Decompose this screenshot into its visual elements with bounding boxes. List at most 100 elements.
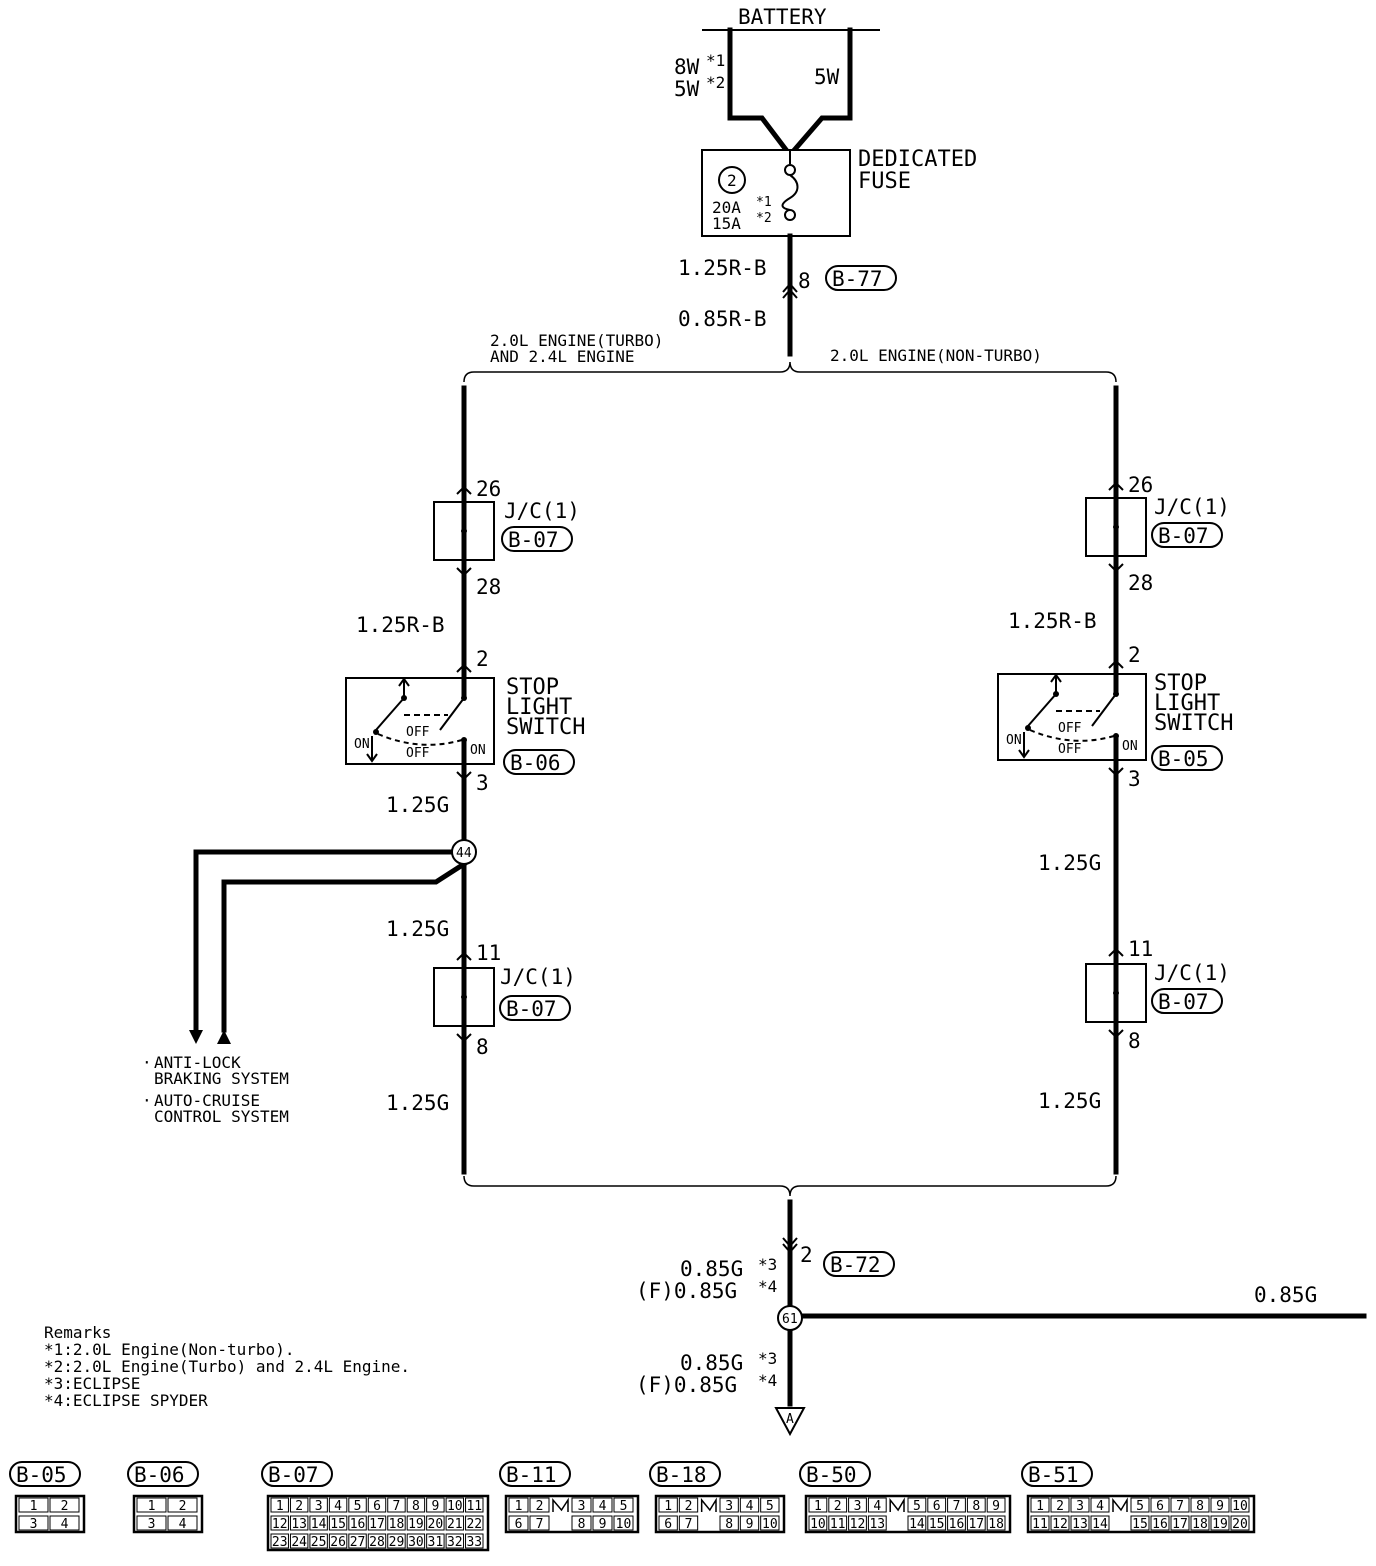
battery-label: BATTERY — [738, 5, 827, 29]
connector-pin-cell — [406, 1497, 426, 1513]
connector-pin-cell — [947, 1497, 966, 1513]
connector-pin-cell — [309, 1533, 328, 1549]
connector-pin-cell — [966, 1497, 986, 1513]
connector-pin-number: 10 — [762, 1517, 778, 1532]
connector-pin-cell — [1190, 1515, 1210, 1531]
branch-right-label: 2.0L ENGINE(NON-TURBO) — [830, 346, 1042, 365]
left-switch-off2: OFF — [406, 746, 430, 761]
branch-left-line1: 2.0L ENGINE(TURBO) — [490, 331, 663, 350]
right-jc1-pin-in: 26 — [1128, 473, 1153, 497]
connector-pin-number: 32 — [447, 1535, 463, 1550]
right-switch-off2: OFF — [1058, 742, 1082, 757]
battery-right-wire: 5W — [814, 65, 840, 89]
connector-pin-number: 2 — [685, 1499, 693, 1514]
connector-pin-cell — [309, 1515, 328, 1531]
connector-pin-cell — [348, 1533, 367, 1549]
splice-61-label: 61 — [782, 1312, 798, 1327]
battery-left-note1: *1 — [706, 51, 725, 70]
b72-badge — [823, 1251, 895, 1277]
connector-pin-cell — [289, 1497, 309, 1513]
left-switch-pin-out: 3 — [476, 771, 489, 795]
connector-pin-cell — [848, 1497, 867, 1513]
right-wire1: 1.25R-B — [1008, 609, 1097, 633]
connector-pin-number: 3 — [578, 1499, 586, 1514]
connector-pin-number: 7 — [953, 1499, 961, 1514]
left-switch-contact-b — [375, 697, 405, 731]
lower-wire-d: (F)0.85G — [636, 1373, 737, 1397]
connector-pin-cell — [445, 1497, 465, 1513]
connector-pin-number: 1 — [276, 1499, 284, 1514]
connector-pin-number: 4 — [179, 1517, 187, 1532]
connector-pin-cell — [571, 1515, 592, 1531]
connector-id-b-05: B-05 — [16, 1463, 67, 1487]
connector-pin-number: 26 — [330, 1535, 346, 1550]
connector-pin-cell — [387, 1533, 406, 1549]
connector-id-b-50: B-50 — [806, 1463, 857, 1487]
connector-pin-number: 7 — [1176, 1499, 1184, 1514]
left-jc1-pin-in: 26 — [476, 477, 501, 501]
connector-pin-cell — [1230, 1497, 1250, 1513]
connector-pin-number: 10 — [447, 1499, 463, 1514]
left-switch-line2: LIGHT — [506, 695, 572, 720]
left-jc2-badge — [499, 995, 571, 1021]
connector-badge-b-11 — [499, 1461, 571, 1487]
left-wire3: 1.25G — [386, 917, 449, 941]
connector-pin-cell — [465, 1533, 484, 1549]
branch-bracket-top — [463, 361, 1117, 383]
battery-left-wire: 8W — [674, 55, 700, 79]
connector-pin-cell — [426, 1497, 445, 1513]
fuse-rating1: 20A — [712, 198, 741, 217]
connector-pin-number: 1 — [30, 1499, 38, 1514]
connector-pin-cell — [426, 1533, 445, 1549]
connector-pin-cell — [678, 1497, 699, 1513]
connector-pin-number: 15 — [330, 1517, 346, 1532]
connector-pin-number: 4 — [599, 1499, 607, 1514]
lower-wire-a-note: *3 — [758, 1255, 777, 1274]
connector-pin-number: 2 — [536, 1499, 544, 1514]
connector-pin-number: 1 — [515, 1499, 523, 1514]
connector-pin-cell — [136, 1515, 167, 1531]
connector-pin-number: 2 — [179, 1499, 187, 1514]
connector-pin-cell — [947, 1515, 966, 1531]
connector-badge-b-05 — [9, 1461, 81, 1487]
connector-pin-number: 2 — [61, 1499, 69, 1514]
connector-pin-cell — [848, 1515, 867, 1531]
b77-label: B-77 — [832, 267, 883, 291]
connector-pin-number: 4 — [61, 1517, 69, 1532]
left-jc1-dot — [461, 528, 467, 534]
left-switch-off1: OFF — [406, 725, 430, 740]
connector-pin-number: 16 — [1152, 1517, 1168, 1532]
right-wire3: 1.25G — [1038, 1089, 1101, 1113]
right-jc1-connector: B-07 — [1158, 524, 1209, 548]
connector-pin-cell — [867, 1497, 887, 1513]
connector-pin-number: 2 — [834, 1499, 842, 1514]
connector-pin-number: 9 — [431, 1499, 439, 1514]
connector-pin-number: 3 — [148, 1517, 156, 1532]
connector-pin-cell — [1210, 1515, 1230, 1531]
connector-pin-cell — [719, 1515, 739, 1531]
connector-id-b-06: B-06 — [134, 1463, 185, 1487]
splice-61 — [777, 1305, 803, 1331]
remarks-4: *4:ECLIPSE SPYDER — [44, 1391, 208, 1410]
right-wire2: 1.25G — [1038, 851, 1101, 875]
abs-label2: BRAKING SYSTEM — [154, 1069, 289, 1088]
connector-pin-cell — [289, 1533, 309, 1549]
left-wire2: 1.25G — [386, 793, 449, 817]
connector-pin-number: 20 — [428, 1517, 444, 1532]
fuse-number-circle — [718, 166, 746, 194]
connector-pin-cell — [348, 1515, 367, 1531]
connector-pin-cell — [426, 1515, 445, 1531]
connector-pin-number: 10 — [616, 1517, 632, 1532]
connector-pin-cell — [270, 1533, 289, 1549]
connector-pin-cell — [367, 1515, 387, 1531]
connector-badge-b-50 — [799, 1461, 871, 1487]
connector-pin-cell — [1050, 1515, 1070, 1531]
splice-44-label: 44 — [456, 846, 472, 861]
right-jc2-badge — [1151, 988, 1223, 1014]
connector-pin-cell — [18, 1515, 49, 1531]
connector-pin-cell — [529, 1515, 550, 1531]
connector-pin-cell — [808, 1497, 828, 1513]
svg-text:·: · — [142, 1091, 152, 1110]
fuse-title2: FUSE — [858, 169, 911, 194]
